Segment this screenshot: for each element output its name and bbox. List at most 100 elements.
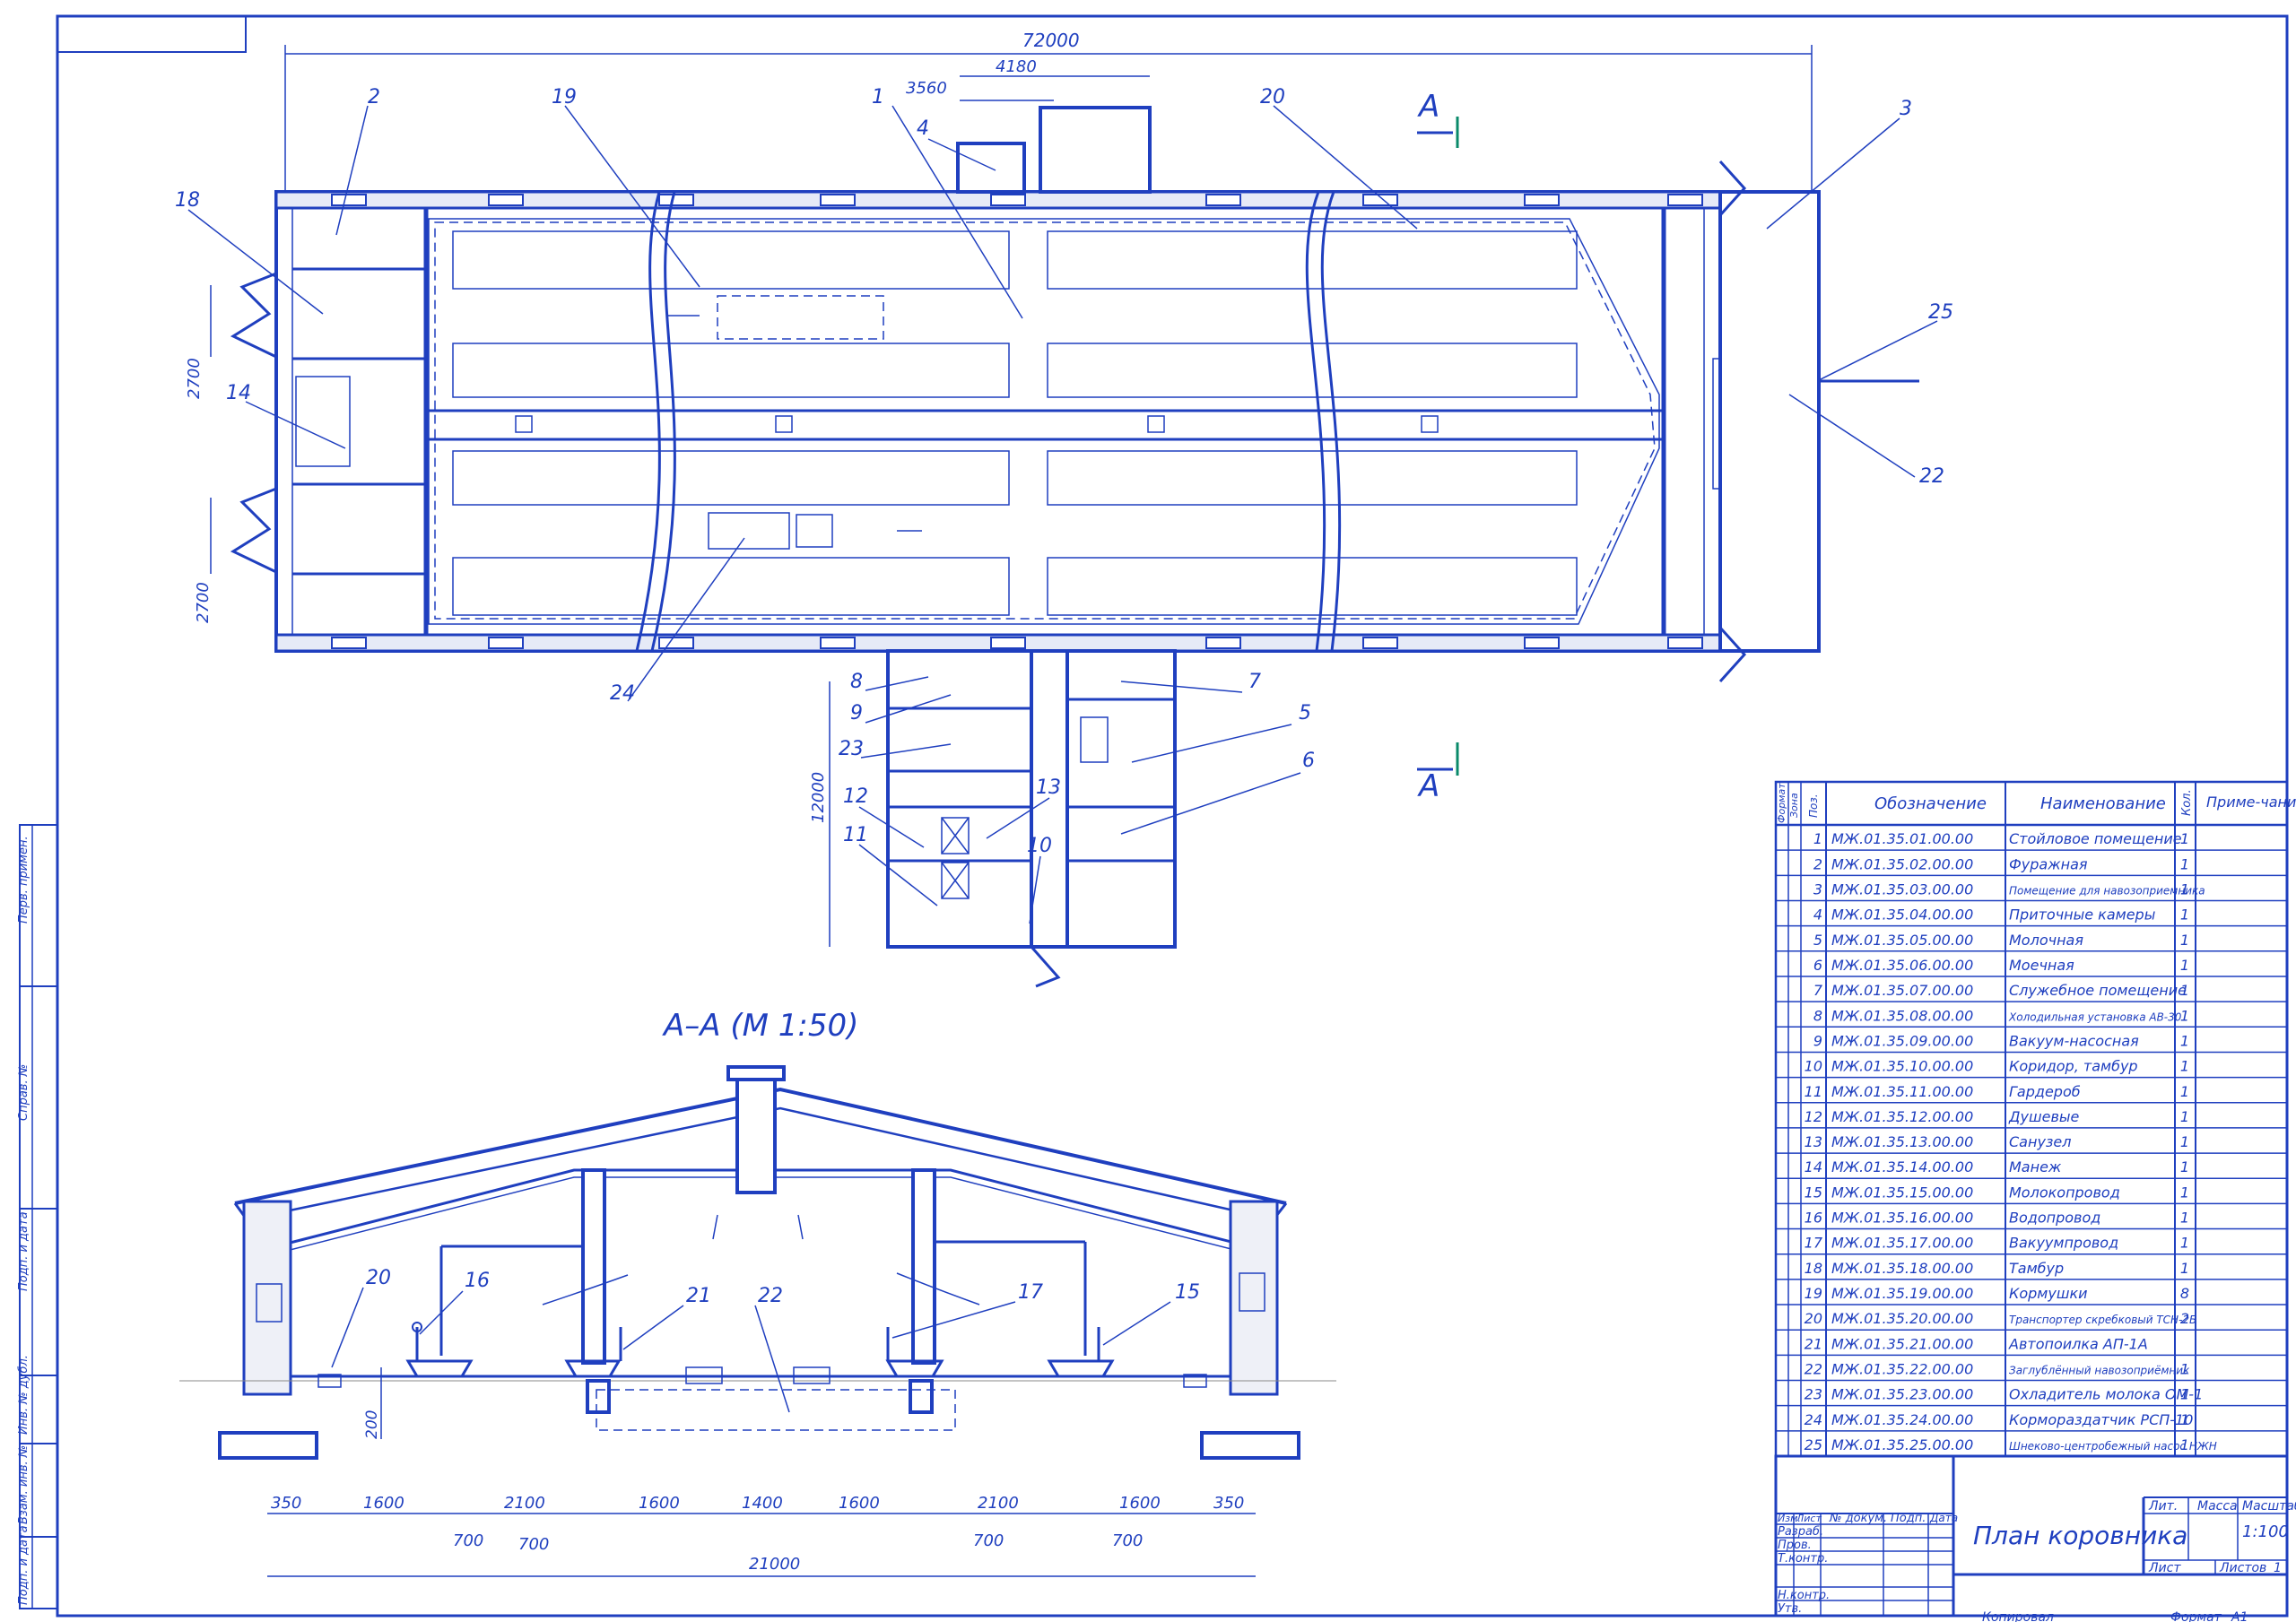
callout: 4 — [917, 117, 929, 140]
spec-cell-pos: 2 — [1813, 855, 1822, 872]
role-utv: Утв. — [1778, 1602, 1802, 1616]
spec-cell-qty: 1 — [2180, 830, 2189, 847]
spec-cell-name: Моечная — [2009, 957, 2074, 974]
spec-cell-pos: 6 — [1813, 957, 1822, 974]
sheets-label: Листов — [2219, 1561, 2266, 1575]
spec-cell-name: Автопоилка АП-1А — [2008, 1335, 2148, 1352]
spec-cell-qty: 1 — [2180, 1133, 2189, 1150]
spec-cell-code: МЖ.01.35.17.00.00 — [1831, 1235, 1973, 1252]
spec-cell-pos: 1 — [1813, 830, 1822, 847]
lit-label: Лит. — [2148, 1499, 2178, 1514]
spec-cell-code: МЖ.01.35.25.00.00 — [1831, 1436, 1973, 1453]
dim-350-right: 350 — [1213, 1494, 1244, 1513]
spec-cell-code: МЖ.01.35.01.00.00 — [1831, 830, 1973, 847]
callout: 24 — [610, 682, 635, 705]
spec-cell-pos: 19 — [1805, 1285, 1822, 1302]
copied-label: Копировал — [1982, 1610, 2054, 1622]
role-prov: Пров. — [1778, 1539, 1812, 1552]
dim-2100: 2100 — [504, 1494, 545, 1513]
window-mark — [331, 194, 367, 206]
window-mark — [488, 637, 524, 649]
spec-cell-qty: 8 — [2180, 1285, 2189, 1302]
dim-2700-b: 2700 — [194, 582, 213, 623]
spec-cell-code: МЖ.01.35.21.00.00 — [1831, 1335, 1973, 1352]
window-mark — [1362, 194, 1398, 206]
spec-cell-code: МЖ.01.35.19.00.00 — [1831, 1285, 1973, 1302]
spec-header-name: Наименование — [2040, 794, 2166, 813]
callout: 12 — [843, 785, 868, 808]
dim-1600: 1600 — [363, 1494, 404, 1513]
spec-cell-name: Фуражная — [2009, 855, 2088, 872]
callout: 25 — [1928, 301, 1953, 324]
spec-cell-qty: 1 — [2180, 906, 2189, 924]
spec-header-designation: Обозначение — [1874, 794, 1987, 813]
dim-1600: 1600 — [839, 1494, 880, 1513]
spec-cell-code: МЖ.01.35.23.00.00 — [1831, 1386, 1973, 1403]
spec-cell-pos: 23 — [1805, 1386, 1822, 1403]
title-block: Изм. Лист № докум. Подп. Дата Разраб. Пр… — [1774, 1454, 2296, 1622]
side-stamp-label: Перв. примен. — [17, 836, 30, 924]
window-mark — [1205, 194, 1241, 206]
spec-cell-qty: 1 — [2180, 1210, 2189, 1227]
title-label-date: Дата — [1929, 1512, 1958, 1524]
spec-cell-qty: 1 — [2180, 1386, 2189, 1403]
section-callouts: 15 16 17 20 21 22 200 — [331, 1267, 1200, 1439]
spec-cell-pos: 7 — [1813, 982, 1823, 999]
format-label: Формат — [2170, 1610, 2222, 1622]
window-mark — [331, 637, 367, 649]
side-stamp: Перв. примен. Справ. № Подп. и дата Инв.… — [17, 836, 30, 1605]
spec-cell-pos: 10 — [1805, 1058, 1822, 1075]
dim-200: 200 — [363, 1410, 381, 1439]
spec-cell-qty: 1 — [2180, 932, 2189, 949]
spec-cell-name: Санузел — [2009, 1133, 2071, 1150]
dim-700: 700 — [1112, 1531, 1143, 1550]
spec-cell-code: МЖ.01.35.02.00.00 — [1831, 855, 1973, 872]
section-mark-top: А — [1417, 89, 1439, 125]
section-dimensions: 350 1600 2100 1600 1400 1600 2100 1600 3… — [267, 1494, 1256, 1577]
spec-cell-code: МЖ.01.35.07.00.00 — [1831, 982, 1973, 999]
spec-cell-qty: 1 — [2180, 1235, 2189, 1252]
callout: 7 — [1248, 671, 1261, 693]
callout: 20 — [366, 1267, 391, 1289]
spec-cell-qty: 1 — [2180, 1083, 2189, 1100]
role-nkontr: Н.контр. — [1778, 1589, 1830, 1602]
floor-plan — [230, 106, 1919, 988]
spec-cell-pos: 25 — [1805, 1436, 1822, 1453]
dim-2700-a: 2700 — [185, 358, 204, 399]
spec-cell-code: МЖ.01.35.11.00.00 — [1831, 1083, 1973, 1100]
spec-cell-code: МЖ.01.35.08.00.00 — [1831, 1007, 1973, 1024]
spec-cell-name: Кормушки — [2009, 1285, 2088, 1302]
callout: 1 — [872, 86, 884, 108]
dim-350-left: 350 — [271, 1494, 301, 1513]
callout: 13 — [1036, 776, 1061, 799]
callout: 14 — [226, 382, 251, 404]
window-mark — [990, 194, 1026, 206]
spec-cell-pos: 14 — [1805, 1158, 1822, 1175]
callout: 16 — [465, 1270, 490, 1292]
window-mark — [488, 194, 524, 206]
role-razrab: Разраб. — [1778, 1525, 1823, 1539]
spec-cell-qty: 1 — [2180, 957, 2189, 974]
dim-1600: 1600 — [639, 1494, 680, 1513]
spec-cell-pos: 18 — [1805, 1260, 1822, 1277]
spec-cell-qty: 2 — [2180, 1310, 2189, 1327]
spec-cell-pos: 13 — [1805, 1133, 1822, 1150]
spec-cell-name: Помещение для навозоприемника — [2009, 884, 2205, 897]
spec-cell-code: МЖ.01.35.09.00.00 — [1831, 1032, 1973, 1049]
spec-cell-name: Вакуум-насосная — [2009, 1032, 2139, 1049]
spec-cell-pos: 21 — [1805, 1335, 1822, 1352]
spec-cell-name: Стойловое помещение — [2009, 830, 2182, 847]
spec-cell-name: Водопровод — [2009, 1210, 2100, 1227]
spec-cell-qty: 1 — [2180, 1260, 2189, 1277]
callout: 17 — [1018, 1281, 1043, 1304]
spec-table: Формат Зона Поз. Обозначение Наименовани… — [1774, 780, 2296, 1458]
spec-cell-name: Гардероб — [2009, 1083, 2081, 1100]
scale-label: Масштаб — [2242, 1499, 2296, 1514]
callout: 15 — [1175, 1281, 1200, 1304]
callout: 2 — [368, 86, 380, 108]
spec-cell-pos: 5 — [1813, 932, 1822, 949]
spec-cell-pos: 3 — [1813, 880, 1822, 898]
spec-cell-name: Транспортер скребковый ТСН-2Б — [2009, 1314, 2196, 1326]
spec-cell-name: Коридор, тамбур — [2009, 1058, 2138, 1075]
window-mark — [1362, 637, 1398, 649]
